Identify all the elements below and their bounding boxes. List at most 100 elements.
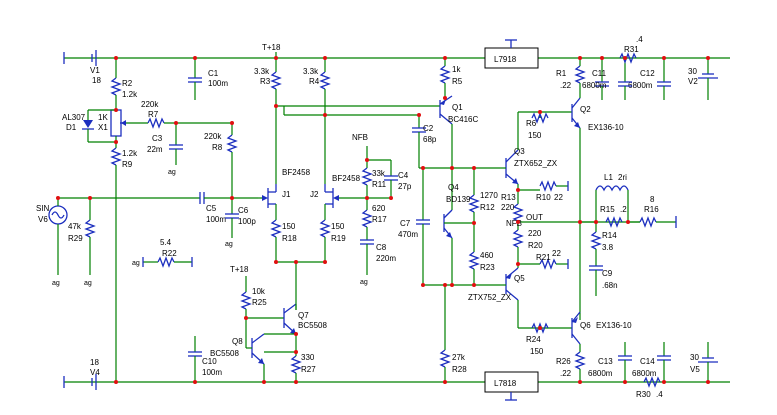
capacitor-c12 bbox=[657, 81, 671, 87]
c10-label: C10 bbox=[202, 357, 217, 366]
resistor-r4 bbox=[319, 71, 331, 90]
resistor-r28 bbox=[439, 349, 451, 368]
r31-label: R31 bbox=[624, 45, 639, 54]
c9-label: C9 bbox=[602, 269, 613, 278]
r24-label: R24 bbox=[526, 335, 541, 344]
c3-label: C3 bbox=[152, 134, 163, 143]
c3-value: 22m bbox=[147, 145, 163, 154]
c1-label: C1 bbox=[208, 69, 219, 78]
r21-value: 22 bbox=[552, 249, 561, 258]
r12-value: 1270 bbox=[480, 191, 498, 200]
c12-label: C12 bbox=[640, 69, 655, 78]
c8-value: 220m bbox=[376, 254, 396, 263]
r23-label: R23 bbox=[480, 263, 495, 272]
resistor-r31 bbox=[619, 52, 637, 64]
r31-value: .4 bbox=[636, 35, 643, 44]
r11-label: R11 bbox=[372, 180, 387, 189]
r2-value: 1.2k bbox=[122, 90, 138, 99]
r14-label: R14 bbox=[602, 231, 617, 240]
out-label: OUT bbox=[526, 213, 543, 222]
junction-nodes bbox=[56, 56, 710, 384]
c5-label: C5 bbox=[206, 204, 217, 213]
r13-label: R13 bbox=[501, 193, 516, 202]
r5-value: 1k bbox=[452, 65, 461, 74]
q1-label: Q1 bbox=[452, 103, 463, 112]
c5-value: 100m bbox=[206, 215, 226, 224]
capacitor-c1 bbox=[188, 77, 202, 83]
j1-part: BF2458 bbox=[282, 168, 311, 177]
resistor-r26 bbox=[574, 351, 586, 370]
c12-value: 6800m bbox=[628, 81, 653, 90]
resistor-r10 bbox=[539, 180, 557, 192]
v4-label: V4 bbox=[90, 368, 100, 377]
r7-label: R7 bbox=[148, 110, 159, 119]
c6-label: C6 bbox=[238, 206, 249, 215]
capacitor-c6 bbox=[225, 213, 239, 219]
q1-part: BC416C bbox=[448, 115, 478, 124]
r21-label: R21 bbox=[536, 253, 551, 262]
c14-value: 6800m bbox=[632, 369, 657, 378]
resistor-r3 bbox=[270, 71, 282, 90]
r4-label: R4 bbox=[309, 77, 320, 86]
regulator-l7918-label: L7918 bbox=[494, 55, 517, 64]
resistor-r23 bbox=[468, 251, 480, 270]
ground-label: ag bbox=[360, 279, 368, 286]
v5-label: V5 bbox=[690, 365, 700, 374]
r2-label: R2 bbox=[122, 79, 133, 88]
j2-part: BF2458 bbox=[332, 174, 361, 183]
regulator-l7818-label: L7818 bbox=[494, 379, 517, 388]
l1-label: L1 bbox=[604, 173, 613, 182]
v5-value: 30 bbox=[690, 353, 699, 362]
r12-label: R12 bbox=[480, 203, 495, 212]
c7-label: C7 bbox=[400, 219, 411, 228]
r14-value: 3.8 bbox=[602, 243, 614, 252]
r27-label: R27 bbox=[301, 365, 316, 374]
resistor-r1 bbox=[574, 65, 586, 84]
c9-value: .68n bbox=[602, 281, 618, 290]
ground-label: ag bbox=[52, 280, 60, 287]
resistor-r13 bbox=[512, 203, 524, 222]
ground-label: ag bbox=[132, 260, 140, 267]
q7-label: Q7 bbox=[298, 311, 309, 320]
v2-value: 30 bbox=[688, 67, 697, 76]
r29-value: 47k bbox=[68, 222, 82, 231]
q6-label: Q6 bbox=[580, 321, 591, 330]
resistor-r9 bbox=[110, 147, 122, 166]
q3-part: ZTX652_ZX bbox=[514, 159, 558, 168]
r6-value: 150 bbox=[528, 131, 542, 140]
c4-value: 27p bbox=[398, 182, 412, 191]
r10-value: 22 bbox=[554, 193, 563, 202]
resistor-r11 bbox=[361, 167, 373, 186]
tplus-label: T+18 bbox=[262, 43, 281, 52]
x1-label: X1 bbox=[98, 123, 108, 132]
capacitor-c14 bbox=[657, 355, 671, 361]
r27-value: 330 bbox=[301, 353, 315, 362]
q3-label: Q3 bbox=[514, 147, 525, 156]
r20-value: 220 bbox=[528, 229, 542, 238]
v4-value: 18 bbox=[90, 358, 99, 367]
ground-label: ag bbox=[168, 169, 176, 176]
r15-label: R15 bbox=[600, 205, 615, 214]
regulator-l7818: L7818 bbox=[484, 371, 539, 401]
nfb-label: NFB bbox=[352, 133, 368, 142]
q4-label: Q4 bbox=[448, 183, 459, 192]
c11-label: C11 bbox=[592, 69, 607, 78]
q8-part: BC5508 bbox=[210, 349, 239, 358]
q4-part: BD139 bbox=[446, 195, 471, 204]
ground-label: ag bbox=[225, 241, 233, 248]
r8-value: 220k bbox=[204, 132, 222, 141]
r25-value: 10k bbox=[252, 287, 266, 296]
r18-label: R18 bbox=[282, 234, 297, 243]
r22-label: R22 bbox=[162, 249, 177, 258]
q5-label: Q5 bbox=[514, 274, 525, 283]
capacitor-c3 bbox=[169, 144, 183, 150]
jfet-j1 bbox=[262, 184, 277, 208]
v2-label: V2 bbox=[688, 77, 698, 86]
capacitor-c8 bbox=[360, 239, 374, 245]
r17-value: 620 bbox=[372, 204, 386, 213]
r16-value: 8 bbox=[650, 195, 655, 204]
nfb-label: NFB bbox=[506, 219, 522, 228]
r9-value: 1.2k bbox=[122, 149, 138, 158]
c10-value: 100m bbox=[202, 368, 222, 377]
